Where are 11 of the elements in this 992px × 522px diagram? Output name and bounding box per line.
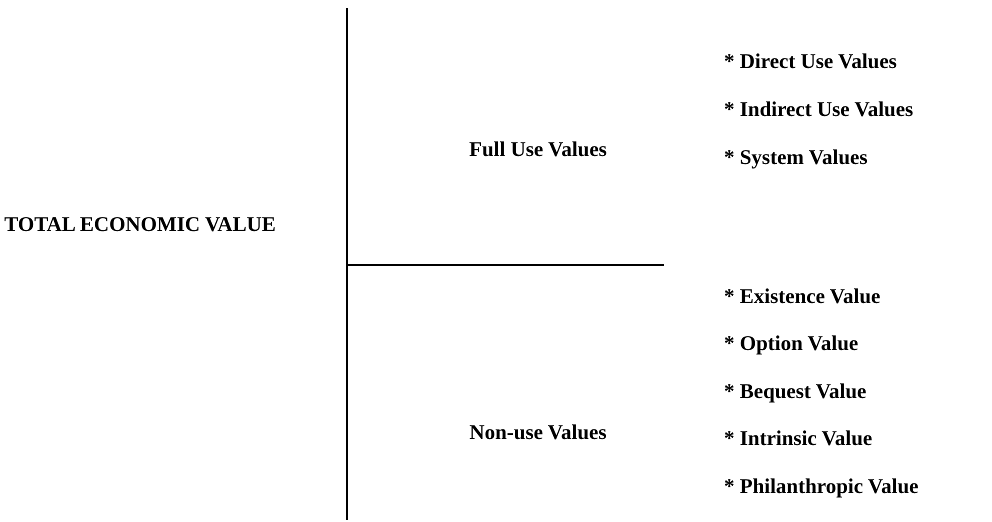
heading-text: Non-use Values [468, 419, 608, 446]
heading-text: Full Use Values [468, 136, 608, 163]
list-item-text: * Existence Value [724, 283, 880, 310]
list-item-text: * Indirect Use Values [724, 96, 914, 123]
list-item-text: * Intrinsic Value [724, 425, 872, 452]
list-item-text: * Direct Use Values [724, 48, 897, 75]
heading-text: TOTAL ECONOMIC VALUE [3, 211, 277, 238]
list-item-text: * Bequest Value [724, 378, 866, 405]
list-item-text: * Option Value [724, 330, 858, 357]
list-item-text: * System Values [724, 144, 868, 171]
list-item-text: * Philanthropic Value [724, 473, 918, 500]
